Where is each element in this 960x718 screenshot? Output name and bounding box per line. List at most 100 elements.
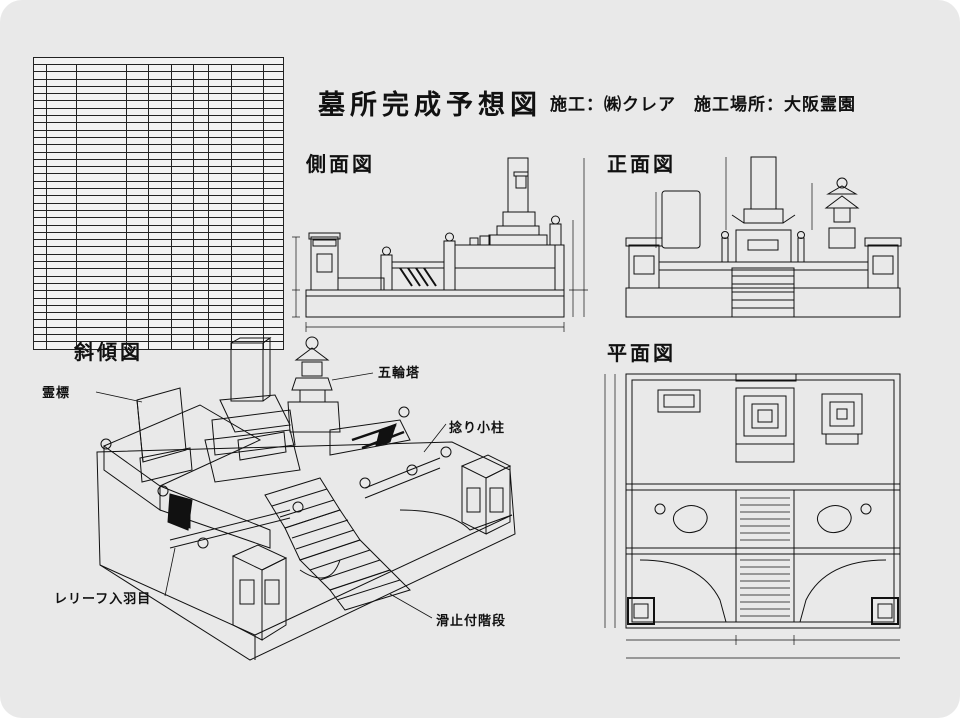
table-row [33, 180, 284, 190]
table-cell [193, 260, 209, 270]
table-cell [75, 260, 127, 270]
table-cell [125, 290, 149, 299]
table-row [33, 341, 284, 350]
table-cell [148, 260, 172, 270]
table-cell [193, 282, 209, 292]
table-row [33, 275, 284, 284]
callout-reihyo: 霊標 [42, 386, 71, 401]
table-cell [148, 268, 172, 277]
table-cell [125, 268, 149, 277]
table-cell [263, 290, 284, 299]
table-cell [263, 319, 284, 328]
table-cell [75, 290, 127, 299]
table-cell [125, 319, 149, 328]
table-row [33, 85, 284, 95]
table-row [33, 304, 284, 314]
table-cell [148, 253, 172, 263]
table-row [33, 129, 284, 138]
front-view-title: 正面図 [607, 152, 676, 176]
contractor-and-site: 施工：㈱クレア 施工場所：大阪霊園 [550, 95, 856, 115]
table-cell [125, 260, 149, 270]
table-cell [75, 282, 127, 292]
table-cell [263, 297, 284, 306]
table-row [33, 290, 284, 299]
table-cell [75, 268, 127, 277]
table-cell [193, 275, 209, 284]
table-cell [193, 312, 209, 321]
table-row [33, 209, 284, 219]
table-cell [75, 319, 127, 328]
table-cell [263, 312, 284, 321]
table-cell [75, 304, 127, 314]
table-row [33, 312, 284, 321]
callout-antislip-steps: 滑止付階段 [436, 614, 507, 629]
side-view-title: 側面図 [306, 152, 375, 176]
table-cell [193, 297, 209, 306]
table-cell [125, 282, 149, 292]
table-row [33, 100, 284, 109]
table-row [33, 260, 284, 270]
table-cell [148, 319, 172, 328]
table-cell [125, 341, 149, 350]
isometric-view-drawing [95, 336, 516, 661]
table-cell [193, 333, 209, 343]
front-view-drawing [625, 156, 902, 318]
table-cell [193, 326, 209, 336]
table-cell [193, 319, 209, 328]
table-cell [148, 297, 172, 306]
table-cell [148, 341, 172, 350]
table-cell [148, 304, 172, 314]
callout-relief-panel: レリーフ入羽目 [54, 592, 152, 607]
table-cell [193, 341, 209, 350]
table-cell [263, 304, 284, 314]
table-cell [263, 326, 284, 336]
table-cell [125, 326, 149, 336]
table-row [33, 268, 284, 277]
table-cell [125, 333, 149, 343]
drawing-title: 墓所完成予想図 [318, 90, 542, 121]
table-cell [148, 282, 172, 292]
table-cell [263, 268, 284, 277]
parts-list-table [33, 57, 284, 350]
table-cell [193, 253, 209, 263]
side-view-drawing [292, 157, 588, 332]
table-cell [263, 275, 284, 284]
table-cell [75, 253, 127, 263]
table-cell [125, 253, 149, 263]
table-cell [75, 312, 127, 321]
callout-nejiri-post: 捻り小柱 [449, 421, 506, 436]
table-cell [263, 341, 284, 350]
callout-gorinto: 五輪塔 [378, 366, 421, 381]
table-cell [125, 275, 149, 284]
table-cell [263, 282, 284, 292]
table-cell [148, 290, 172, 299]
table-row [33, 93, 284, 102]
table-row [33, 319, 284, 328]
plan-view-title: 平面図 [607, 341, 676, 365]
table-cell [263, 253, 284, 263]
table-cell [263, 260, 284, 270]
table-cell [125, 312, 149, 321]
table-row [33, 282, 284, 292]
table-cell [75, 326, 127, 336]
table-cell [148, 312, 172, 321]
table-cell [148, 275, 172, 284]
table-cell [75, 341, 127, 350]
table-cell [193, 290, 209, 299]
table-cell [125, 297, 149, 306]
table-row [33, 158, 284, 168]
table-cell [148, 326, 172, 336]
table-cell [193, 304, 209, 314]
table-row [33, 297, 284, 306]
table-cell [148, 333, 172, 343]
isometric-view-title: 斜傾図 [74, 340, 143, 364]
table-cell [75, 275, 127, 284]
table-row [33, 326, 284, 336]
table-row [33, 188, 284, 197]
plan-view-drawing [604, 373, 901, 659]
table-cell [75, 333, 127, 343]
table-cell [125, 304, 149, 314]
table-cell [193, 268, 209, 277]
